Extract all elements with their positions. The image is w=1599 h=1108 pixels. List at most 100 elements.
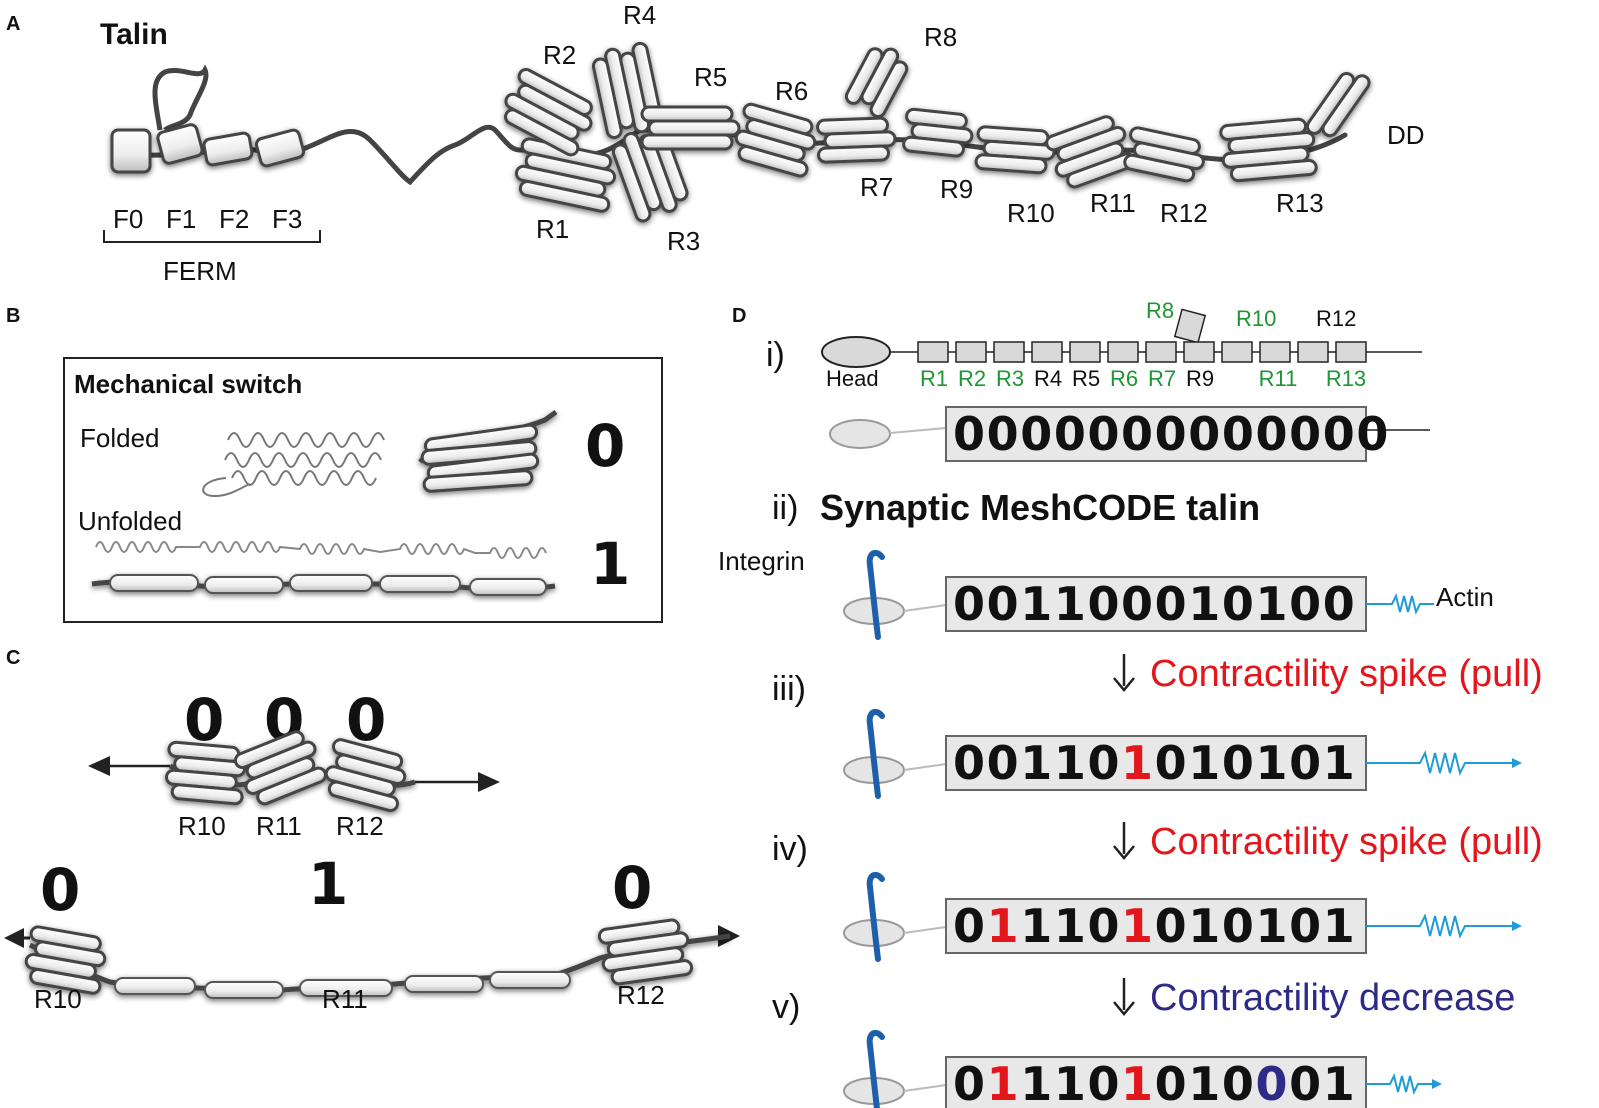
rod-label-r3: R3 — [667, 226, 700, 256]
pull-arrow-right-head — [478, 772, 500, 792]
panel-a: Talin F0 F1 F2 F3 FERM R1 R2 R3 R4 R5 R6… — [100, 0, 1425, 286]
step-i-label: i) — [766, 336, 785, 374]
integrin-icon — [866, 549, 885, 640]
bundle-r13 — [1219, 117, 1318, 183]
ferm-f3-label: F3 — [272, 204, 302, 234]
linker — [903, 926, 947, 934]
schematic-domain-box — [1221, 341, 1253, 363]
mechanical-switch-box — [63, 357, 663, 623]
bottom-value-r11: 1 — [308, 850, 348, 918]
c-unfolded-helix — [489, 971, 571, 989]
folded-ribbon-structure — [202, 432, 385, 498]
mechanical-switch-title: Mechanical switch — [74, 369, 302, 399]
bottom-value-r10: 0 — [40, 856, 80, 924]
rod-label-r13: R13 — [1276, 188, 1324, 218]
schematic-domain-box — [1183, 341, 1215, 363]
rod-label-r2: R2 — [543, 40, 576, 70]
schematic-bottom-label: R1 — [920, 366, 948, 391]
schematic-domain-r8 — [1173, 308, 1207, 344]
schematic-bottom-label: R7 — [1148, 366, 1176, 391]
rod-label-r10: R10 — [1007, 198, 1055, 228]
bottom-value-r12: 0 — [612, 854, 652, 922]
top-label-r12: R12 — [336, 811, 384, 841]
schematic-bottom-label: R2 — [958, 366, 986, 391]
code-row-4: 011101010101 — [843, 871, 1522, 962]
unfolded-label: Unfolded — [78, 506, 182, 536]
schematic-domain-box — [1031, 341, 1063, 363]
transition-label: Contractility decrease — [1150, 977, 1515, 1019]
actin-label: Actin — [1436, 582, 1494, 612]
ferm-f1-label: F1 — [166, 204, 196, 234]
schematic-top-label: R8 — [1146, 298, 1174, 323]
linker-row-i — [889, 427, 947, 434]
step-v-label: v) — [772, 988, 800, 1026]
c-unfolded-helix — [299, 979, 393, 997]
code-box — [945, 576, 1367, 632]
c-bundle-r12 — [324, 738, 407, 813]
panel-b: Mechanical switch Folded Unfolded 0 — [63, 357, 663, 623]
code-rows: 001100010100 001101010101 011101010101 0111… — [843, 549, 1522, 1108]
transitions: Contractility spike (pull)Contractility … — [1113, 653, 1543, 1019]
ferm-f3-domain — [254, 128, 306, 168]
ferm-f2-domain — [202, 131, 254, 167]
bundle-r8 — [844, 47, 909, 119]
integrin-label: Integrin — [718, 546, 805, 576]
head-ellipse — [821, 336, 891, 368]
step-iii-label: iii) — [772, 670, 806, 708]
schematic-bottom-label: R3 — [996, 366, 1024, 391]
code-row-5: 011101010001 — [843, 1029, 1442, 1108]
rod-label-r9: R9 — [940, 174, 973, 204]
bundle-r9 — [902, 107, 974, 158]
head-ellipse-row-i — [829, 419, 891, 449]
bundle-r7 — [816, 116, 897, 164]
actin-spring — [1366, 1073, 1442, 1095]
panel-letter-a: A — [6, 13, 20, 35]
ferm-f0-domain — [110, 128, 152, 174]
folded-cartoon-bundle — [418, 409, 558, 493]
schematic-domain-box — [955, 341, 987, 363]
rod-label-dd: DD — [1387, 120, 1425, 150]
code-box — [945, 735, 1367, 791]
talin-title: Talin — [100, 18, 168, 51]
rod-label-r8: R8 — [924, 22, 957, 52]
top-label-r11: R11 — [256, 811, 302, 841]
bottom-label-r12: R12 — [617, 980, 665, 1010]
top-label-r10: R10 — [178, 811, 226, 841]
schematic-top-label: R12 — [1316, 306, 1356, 331]
code-row-3: 001101010101 — [843, 708, 1522, 799]
actin-spring — [1366, 750, 1522, 776]
transition-arrow-head — [1113, 1001, 1135, 1016]
step-iv-label: iv) — [772, 830, 808, 868]
schematic-domains — [917, 308, 1367, 363]
rod-label-r5: R5 — [694, 62, 727, 92]
ferm-f2-label: F2 — [219, 204, 249, 234]
linker — [903, 604, 947, 612]
bundle-dd — [1305, 72, 1371, 138]
folded-value: 0 — [585, 412, 625, 480]
c-bundle-r11 — [233, 730, 327, 806]
unfolded-r11-chain — [24, 918, 731, 999]
bottom-label-r11: R11 — [322, 984, 368, 1014]
c-unfolded-helix — [204, 981, 284, 999]
unfolded-cartoon-chain — [91, 574, 556, 596]
rod-label-r11: R11 — [1090, 188, 1136, 218]
code-digits: 011101010001 — [953, 1057, 1356, 1108]
rod-label-r7: R7 — [860, 172, 893, 202]
panel-letter-c: C — [6, 647, 20, 669]
code-digits: 001100010100 — [953, 577, 1356, 631]
rod-label-r12: R12 — [1160, 198, 1208, 228]
c-bundle-r10 — [165, 740, 246, 806]
code-digits: 001101010101 — [953, 736, 1356, 790]
schematic-bottom-label: R6 — [1110, 366, 1138, 391]
step-ii-label: ii) — [772, 489, 798, 527]
code-row-2: 001100010100 — [843, 549, 1434, 640]
bundle-r11 — [1045, 115, 1136, 189]
head-label: Head — [826, 366, 879, 391]
bundle-r12 — [1123, 126, 1205, 183]
c-bottom-bundle-r12 — [597, 918, 694, 986]
bundle-r5 — [640, 105, 741, 151]
schematic-domain-box — [1107, 341, 1139, 363]
